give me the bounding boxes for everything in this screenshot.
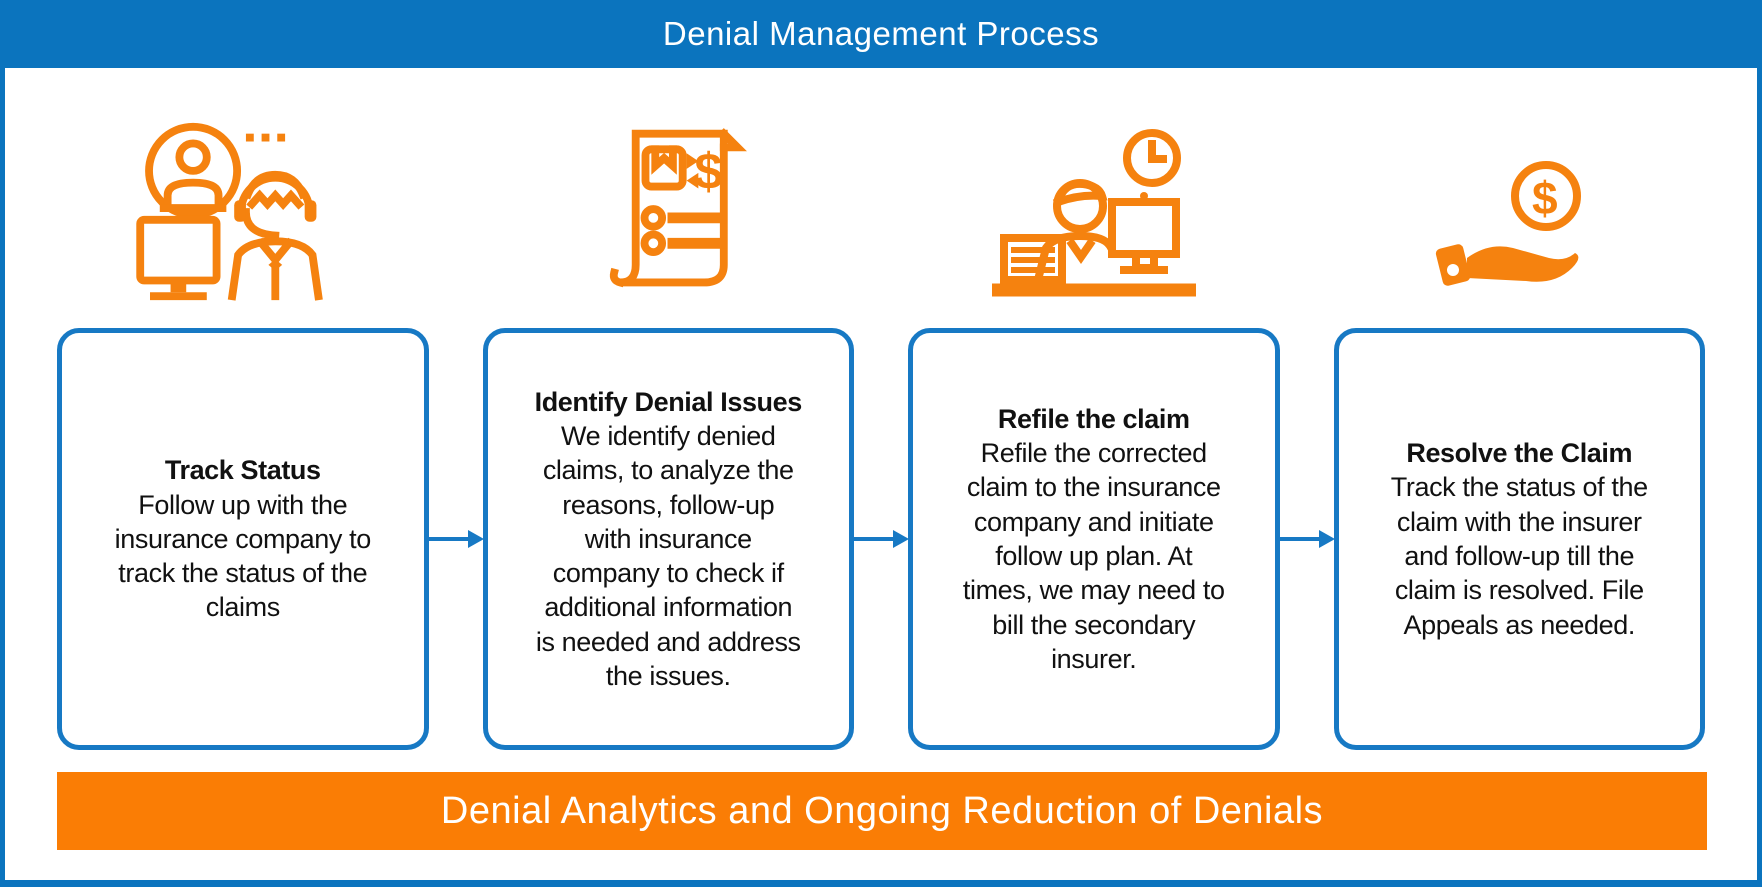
diagram-title-bar: Denial Management Process: [5, 0, 1757, 68]
step-box-refile-the-claim: Refile the claim Refile the corrected cl…: [908, 328, 1280, 750]
step-description: Refile the corrected claim to the insura…: [962, 438, 1225, 674]
step-3-icon-cell: [908, 88, 1280, 304]
denial-analytics-banner: Denial Analytics and Ongoing Reduction o…: [57, 772, 1707, 850]
step-box-track-status: Track Status Follow up with the insuranc…: [57, 328, 429, 750]
step-box-resolve-the-claim: Resolve the Claim Track the status of th…: [1333, 328, 1705, 750]
icons-row: $: [5, 88, 1757, 304]
step-title: Identify Denial Issues: [534, 386, 803, 417]
flow-arrow-1: [426, 328, 484, 750]
icon-spacer: [854, 88, 908, 304]
support-agent-monitor-icon: [136, 122, 323, 301]
svg-text:$: $: [695, 142, 723, 199]
invoice-document-icon: $: [610, 128, 748, 288]
banner-label: Denial Analytics and Ongoing Reduction o…: [440, 789, 1324, 832]
page-title: Denial Management Process: [662, 15, 1100, 52]
step-description: We identify denied claims, to analyze th…: [535, 421, 801, 691]
flow-arrow-2: [852, 328, 909, 750]
arrow-line: [426, 537, 471, 541]
step-title: Track Status: [164, 455, 321, 486]
step-1-icon-cell: [57, 88, 429, 304]
step-4-icon-cell: $: [1334, 88, 1706, 304]
flow-arrow-3: [1277, 328, 1335, 750]
agent-desk-clock-icon: [991, 129, 1196, 297]
step-description: Follow up with the insurance company to …: [114, 489, 372, 623]
icon-spacer: [429, 88, 483, 304]
arrow-head-icon: [893, 530, 909, 548]
arrow-line: [852, 537, 896, 541]
step-title: Refile the claim: [997, 403, 1190, 434]
arrow-head-icon: [1318, 530, 1335, 548]
step-2-icon-cell: $: [483, 88, 855, 304]
arrow-line: [1277, 537, 1322, 541]
svg-text:$: $: [1532, 172, 1558, 224]
icon-spacer: [1280, 88, 1334, 304]
step-title: Resolve the Claim: [1406, 438, 1633, 469]
arrow-head-icon: [467, 530, 484, 548]
step-box-identify-denial-issues: Identify Denial Issues We identify denie…: [482, 328, 854, 750]
hand-coin-icon: $: [1436, 161, 1582, 286]
process-boxes-row: Track Status Follow up with the insuranc…: [5, 328, 1757, 750]
step-description: Track the status of the claim with the i…: [1390, 472, 1648, 640]
